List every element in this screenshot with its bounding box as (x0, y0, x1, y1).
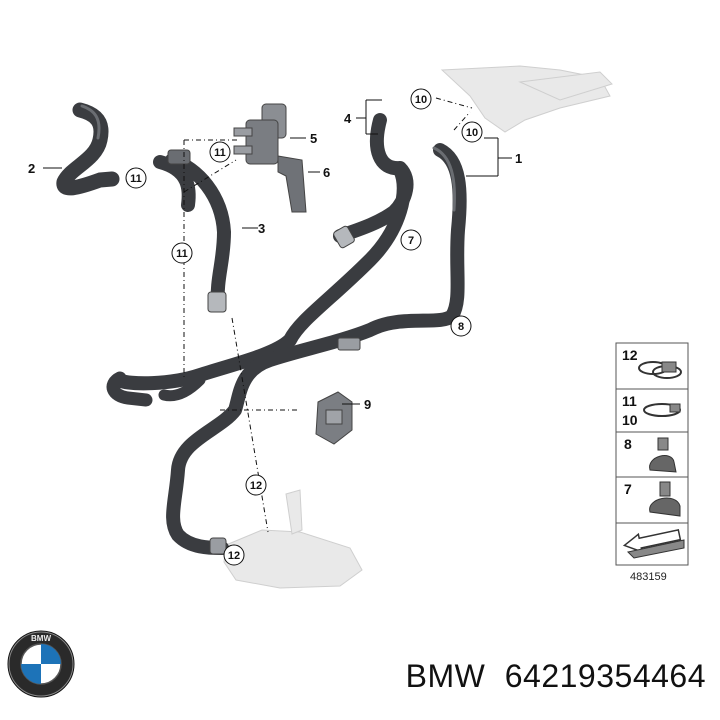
callout-2: 2 (28, 161, 35, 176)
callout-12-a: 12 (245, 474, 267, 496)
legend-num-12: 12 (622, 347, 638, 363)
callout-1: 1 (515, 151, 522, 166)
leader-lines (43, 99, 512, 405)
diagram-id: 483159 (630, 571, 667, 583)
circled-callouts: 7 8 10 10 11 11 11 12 (125, 88, 483, 566)
svg-text:7: 7 (408, 235, 414, 247)
callout-8: 8 (450, 315, 472, 337)
connectors (207, 225, 361, 555)
callout-9: 9 (364, 397, 371, 412)
caption-part-number: 64219354464 (504, 658, 706, 694)
bracket-9 (315, 391, 353, 445)
svg-text:10: 10 (415, 94, 427, 106)
svg-text:12: 12 (228, 550, 240, 562)
legend-num-7: 7 (624, 481, 632, 497)
legend-num-8: 8 (624, 436, 632, 452)
parts-diagram: 1 2 3 4 5 6 9 7 8 10 10 11 11 (28, 65, 689, 589)
svg-text:11: 11 (130, 173, 142, 185)
svg-text:10: 10 (466, 127, 478, 139)
callout-7: 7 (400, 229, 422, 251)
callout-10-b: 10 (461, 121, 483, 143)
bmw-logo-icon: BMW (7, 630, 75, 698)
caption-brand: BMW (405, 658, 486, 694)
callout-12-b: 12 (223, 544, 245, 566)
legend-num-10: 10 (622, 412, 638, 428)
callout-5: 5 (310, 131, 317, 146)
svg-text:8: 8 (458, 321, 464, 333)
callout-4: 4 (344, 111, 352, 126)
svg-text:11: 11 (214, 147, 226, 159)
part-caption: BMW 64219354464 (396, 658, 706, 695)
callout-3: 3 (258, 221, 265, 236)
callout-11-a: 11 (209, 141, 231, 163)
callout-11-b: 11 (125, 167, 147, 189)
callout-10-a: 10 (410, 88, 432, 110)
callout-11-c: 11 (171, 242, 193, 264)
svg-text:12: 12 (250, 480, 262, 492)
callout-labels: 1 2 3 4 5 6 9 (28, 111, 522, 412)
logo-text: BMW (31, 634, 51, 643)
legend-num-11: 11 (622, 393, 637, 409)
parts-legend: 12 11 10 8 7 483159 (615, 342, 689, 583)
valve-assembly (167, 103, 307, 213)
hoses (56, 102, 467, 555)
ghost-components (223, 65, 613, 589)
callout-6: 6 (323, 165, 330, 180)
svg-text:11: 11 (176, 248, 188, 260)
